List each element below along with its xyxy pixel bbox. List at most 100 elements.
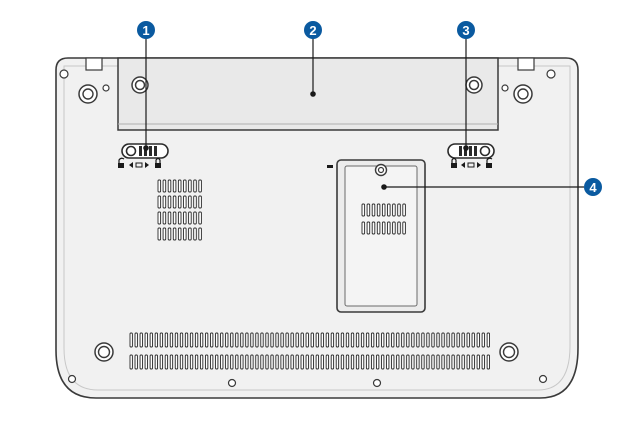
screw-top-right-large	[513, 84, 533, 104]
vent-slot	[270, 332, 274, 348]
vent-slot	[265, 354, 269, 370]
vent-slot	[476, 332, 480, 348]
vent-slot	[391, 354, 395, 370]
vent-slot	[466, 354, 470, 370]
vent-slot	[179, 354, 184, 370]
vent-slot	[345, 332, 350, 348]
battery-lock-manual	[447, 143, 495, 168]
vent-slot	[183, 195, 187, 209]
callout-4-number: 4	[589, 180, 597, 195]
vent-slot	[250, 354, 254, 370]
vent-slot	[295, 354, 299, 370]
vent-slot	[167, 179, 172, 193]
screw-top-right-tiny	[501, 84, 509, 92]
vent-slot	[426, 332, 430, 348]
vent-slot	[426, 354, 430, 370]
vent-slot	[290, 354, 294, 370]
vent-slot	[215, 354, 219, 370]
vent-slot	[199, 354, 204, 370]
vent-slot	[194, 332, 199, 348]
vent-slot	[441, 354, 445, 370]
vent-slot	[188, 211, 192, 225]
vent-slot	[431, 354, 435, 370]
vent-slot	[157, 179, 162, 193]
vent-slot	[215, 332, 219, 348]
vent-slot	[285, 354, 289, 370]
vent-grid-memory	[361, 203, 406, 235]
vent-slot	[365, 354, 370, 370]
vent-slot	[335, 354, 340, 370]
screw-top-left-tiny	[102, 84, 110, 92]
vent-slot	[245, 354, 249, 370]
leader-dot-4	[381, 184, 387, 190]
vent-slot	[275, 354, 279, 370]
arrow-left-icon	[461, 162, 465, 168]
vent-slot	[204, 354, 209, 370]
vent-slot	[198, 179, 202, 193]
vent-slot	[172, 179, 177, 193]
vent-slot	[199, 332, 204, 348]
vent-slot	[441, 332, 445, 348]
vent-slot	[270, 354, 274, 370]
vent-slot	[481, 354, 485, 370]
vent-slot	[387, 203, 391, 217]
leader-dot-2	[310, 91, 316, 97]
vent-slot	[290, 332, 294, 348]
vent-slot	[280, 332, 284, 348]
vent-slot	[139, 332, 143, 348]
vent-slot	[240, 354, 244, 370]
vent-slot	[177, 211, 182, 225]
vent-slot	[397, 203, 401, 217]
vent-slot	[194, 354, 199, 370]
vent-slot	[401, 332, 405, 348]
vent-slot	[381, 203, 386, 217]
unlock-icon	[486, 157, 493, 168]
callout-1-number: 1	[142, 23, 149, 38]
vent-slot	[376, 221, 381, 235]
vent-slot	[174, 332, 179, 348]
vent-slot	[177, 227, 182, 241]
vent-slot	[340, 354, 345, 370]
chassis-inner-edge	[63, 65, 571, 391]
vent-slot	[177, 195, 182, 209]
vent-slot	[315, 332, 319, 348]
vent-slot	[335, 332, 340, 348]
vent-slot	[366, 203, 371, 217]
vent-slot	[172, 195, 177, 209]
vent-slot	[183, 179, 187, 193]
vent-slot	[162, 195, 167, 209]
vent-slot	[481, 332, 485, 348]
screw-bottom-right	[538, 374, 548, 384]
chassis-outline	[55, 57, 579, 399]
vent-slot	[371, 221, 376, 235]
vent-slot	[157, 227, 162, 241]
vent-slot	[183, 227, 187, 241]
vent-slot	[174, 354, 179, 370]
vent-slot	[355, 354, 360, 370]
vent-slot	[255, 354, 259, 370]
lock-icon	[155, 157, 161, 168]
screw-top-right-small	[546, 69, 556, 79]
vent-slot	[386, 332, 390, 348]
vent-slot	[295, 332, 299, 348]
vent-slot	[370, 354, 375, 370]
vent-slot	[134, 332, 138, 348]
vent-slot	[159, 354, 164, 370]
vent-slot	[162, 211, 167, 225]
vent-slot	[381, 354, 385, 370]
memory-compartment	[327, 159, 426, 313]
vent-slot	[144, 354, 148, 370]
vent-slot	[370, 332, 375, 348]
vent-slot	[411, 354, 415, 370]
vent-slot	[320, 354, 324, 370]
vent-slot	[305, 354, 309, 370]
vent-slot	[361, 221, 366, 235]
vent-slot	[396, 354, 400, 370]
vent-slot	[355, 332, 360, 348]
vent-slot	[260, 332, 264, 348]
vent-slot	[456, 332, 460, 348]
vent-slot	[144, 332, 148, 348]
leader-dot-3	[463, 145, 469, 151]
callout-1-badge	[137, 21, 155, 39]
